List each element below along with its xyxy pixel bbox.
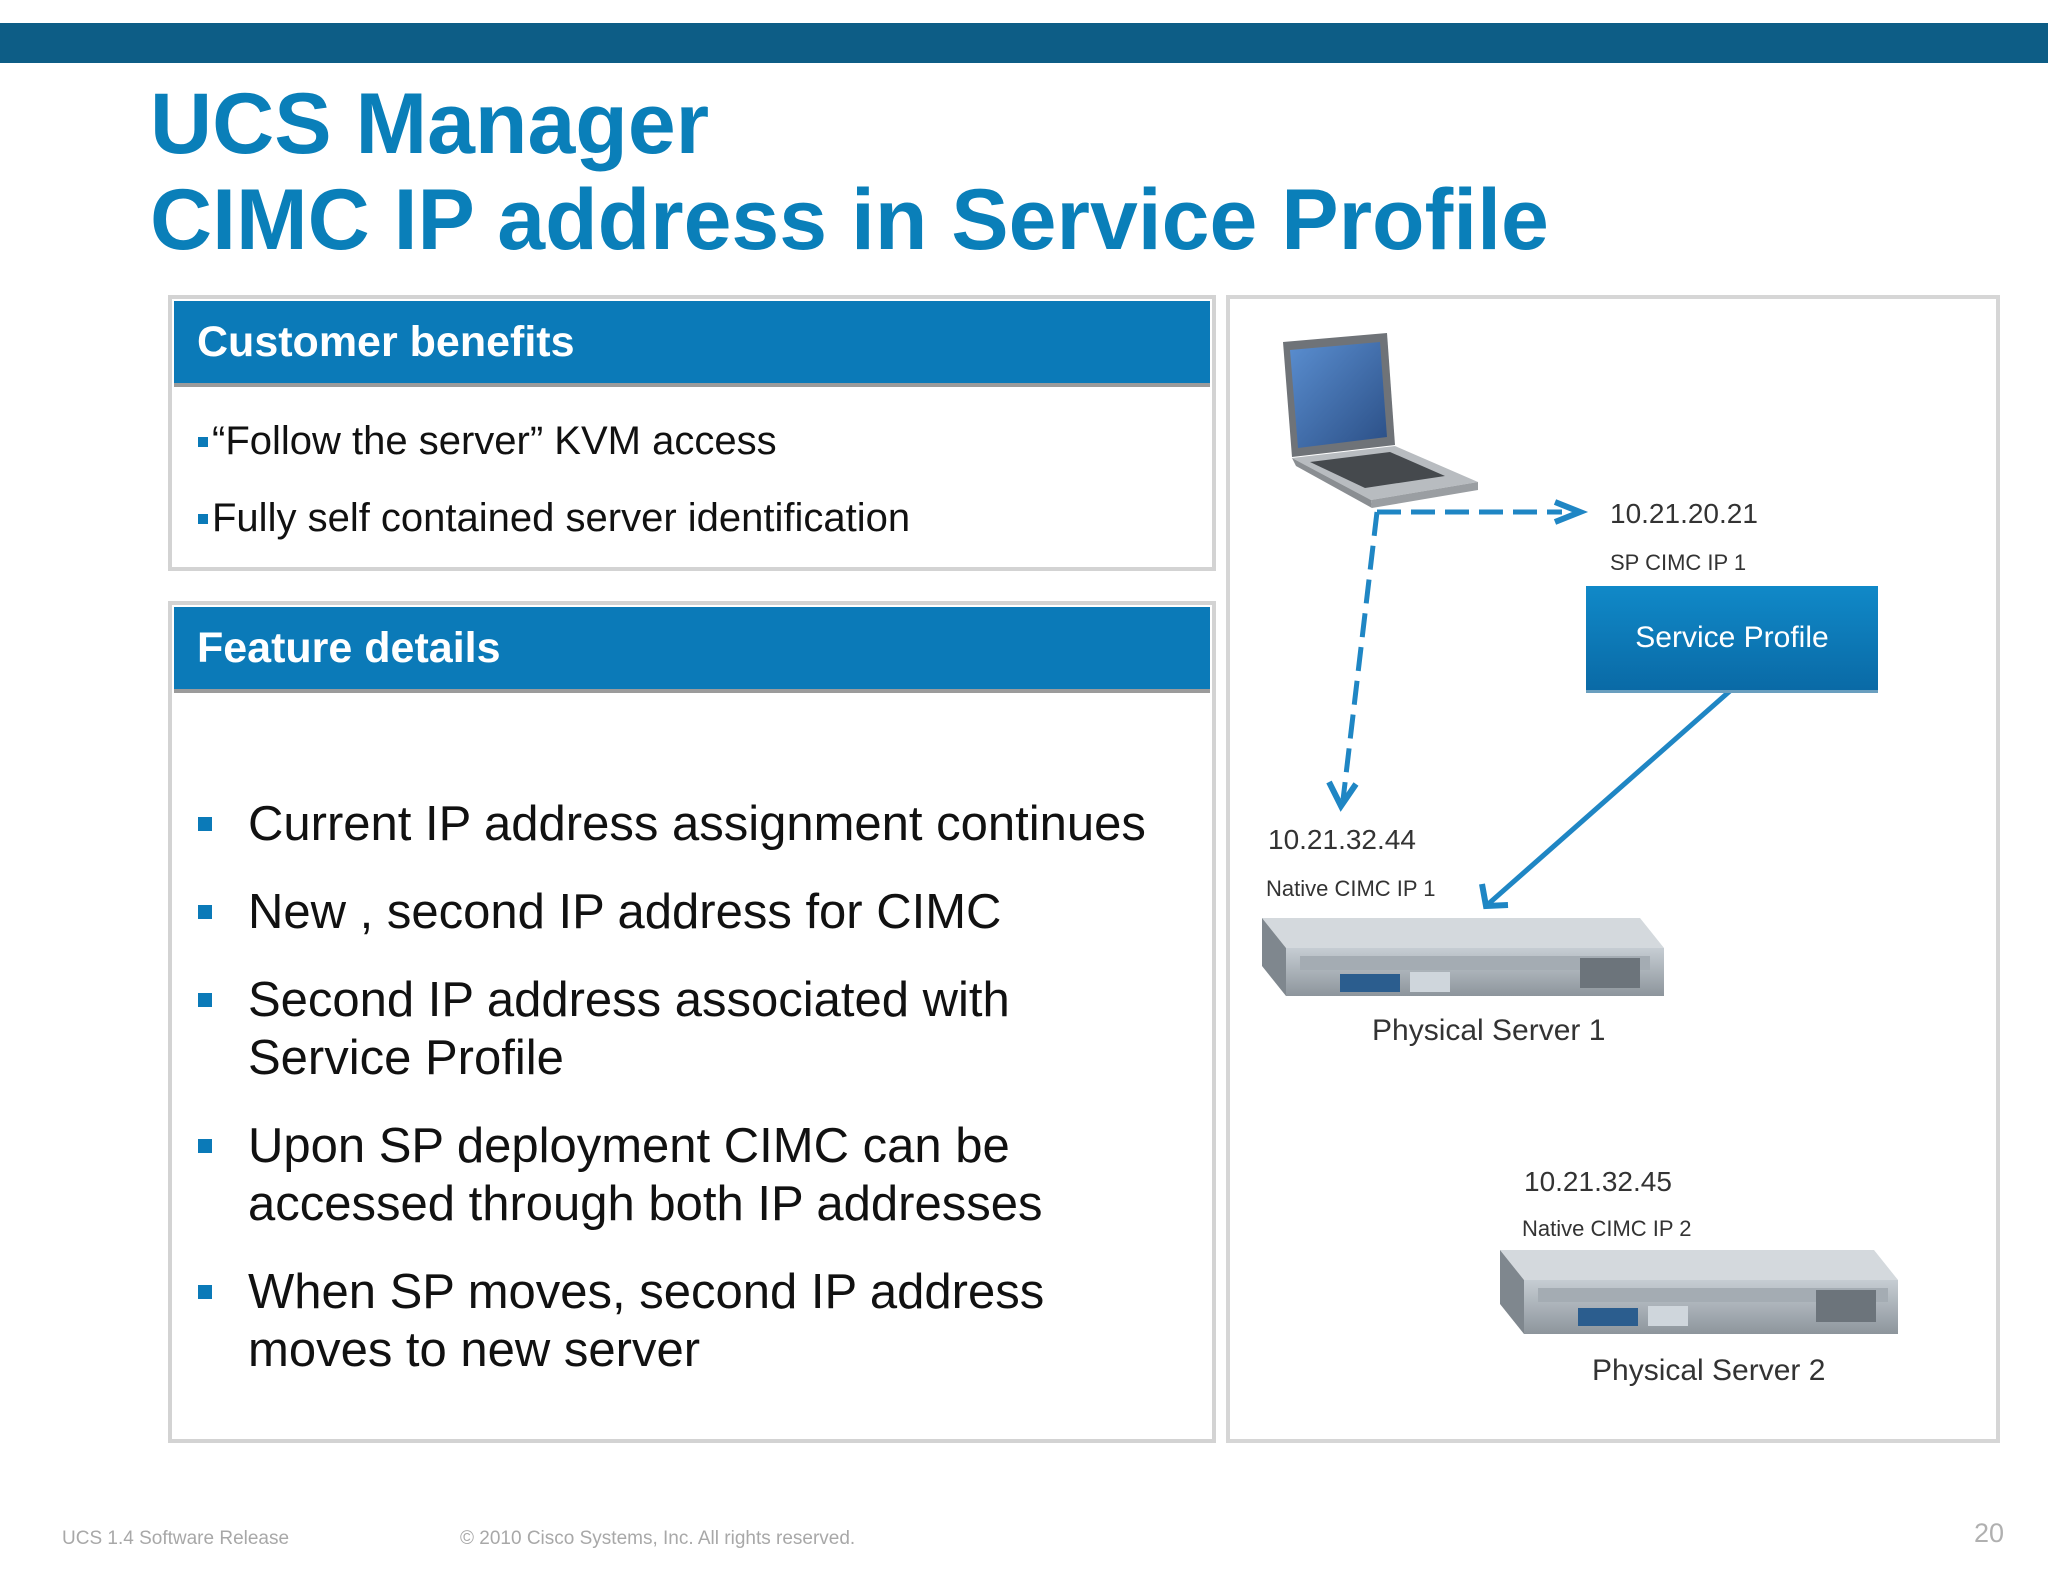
laptop-to-server-arrow [1326, 499, 1589, 812]
service-profile-to-server-arrow [1479, 688, 1733, 910]
benefit-text: Fully self contained server identificati… [212, 496, 911, 540]
physical-server-1-image [1262, 918, 1664, 996]
feature-item: Upon SP deployment CIMC can be accessed … [198, 1117, 1198, 1233]
feature-line: Service Profile [248, 1031, 564, 1085]
server1-ip-label: Native CIMC IP 1 [1266, 876, 1436, 901]
physical-server-2-image [1500, 1250, 1898, 1334]
feature-item: When SP moves, second IP address moves t… [198, 1263, 1198, 1379]
footer-release: UCS 1.4 Software Release [62, 1528, 290, 1549]
bullet-icon [198, 993, 212, 1007]
feature-line: Current IP address assignment continues [248, 797, 1146, 851]
laptop-icon [1283, 333, 1478, 508]
feature-details-header: Feature details [174, 607, 1210, 693]
feature-line: New , second IP address for CIMC [248, 885, 1002, 939]
bullet-icon [198, 817, 212, 831]
slide-title-line-1: UCS Manager [150, 76, 710, 172]
benefit-item: “Follow the server” KVM access [198, 419, 910, 496]
bullet-icon [198, 1139, 212, 1153]
sp-ip-label: SP CIMC IP 1 [1610, 550, 1747, 575]
feature-line: moves to new server [248, 1323, 701, 1377]
service-profile-box: Service Profile [1586, 586, 1878, 690]
footer-copyright: © 2010 Cisco Systems, Inc. All rights re… [460, 1528, 856, 1549]
service-profile-label: Service Profile [1635, 621, 1829, 654]
benefits-list: “Follow the server” KVM access Fully sel… [198, 419, 910, 573]
feature-line: When SP moves, second IP address [248, 1265, 1045, 1319]
features-list: Current IP address assignment continues … [198, 795, 1198, 1409]
feature-item: New , second IP address for CIMC [198, 883, 1198, 941]
slide-title-line-2: CIMC IP address in Service Profile [150, 172, 1549, 268]
feature-line: Upon SP deployment CIMC can be [248, 1119, 1010, 1173]
server2-name: Physical Server 2 [1592, 1354, 1826, 1387]
server1-ip-address: 10.21.32.44 [1268, 824, 1416, 855]
header-bar [0, 23, 2048, 63]
feature-line: accessed through both IP addresses [248, 1177, 1043, 1231]
benefit-text: “Follow the server” KVM access [212, 419, 777, 463]
bullet-icon [198, 437, 208, 447]
server2-ip-address: 10.21.32.45 [1524, 1166, 1672, 1197]
bullet-icon [198, 905, 212, 919]
server1-name: Physical Server 1 [1372, 1014, 1606, 1047]
feature-details-panel: Feature details Current IP address assig… [168, 601, 1216, 1443]
sp-ip-address: 10.21.20.21 [1610, 498, 1758, 529]
customer-benefits-header: Customer benefits [174, 301, 1210, 387]
bullet-icon [198, 514, 208, 524]
benefit-item: Fully self contained server identificati… [198, 496, 910, 573]
bullet-icon [198, 1285, 212, 1299]
customer-benefits-panel: Customer benefits “Follow the server” KV… [168, 295, 1216, 571]
feature-line: Second IP address associated with [248, 973, 1010, 1027]
server2-ip-label: Native CIMC IP 2 [1522, 1216, 1692, 1241]
page-number: 20 [1973, 1518, 2004, 1548]
slide-title: UCS Manager CIMC IP address in Service P… [150, 76, 1549, 268]
feature-item: Current IP address assignment continues [198, 795, 1198, 853]
feature-item: Second IP address associated with Servic… [198, 971, 1198, 1087]
